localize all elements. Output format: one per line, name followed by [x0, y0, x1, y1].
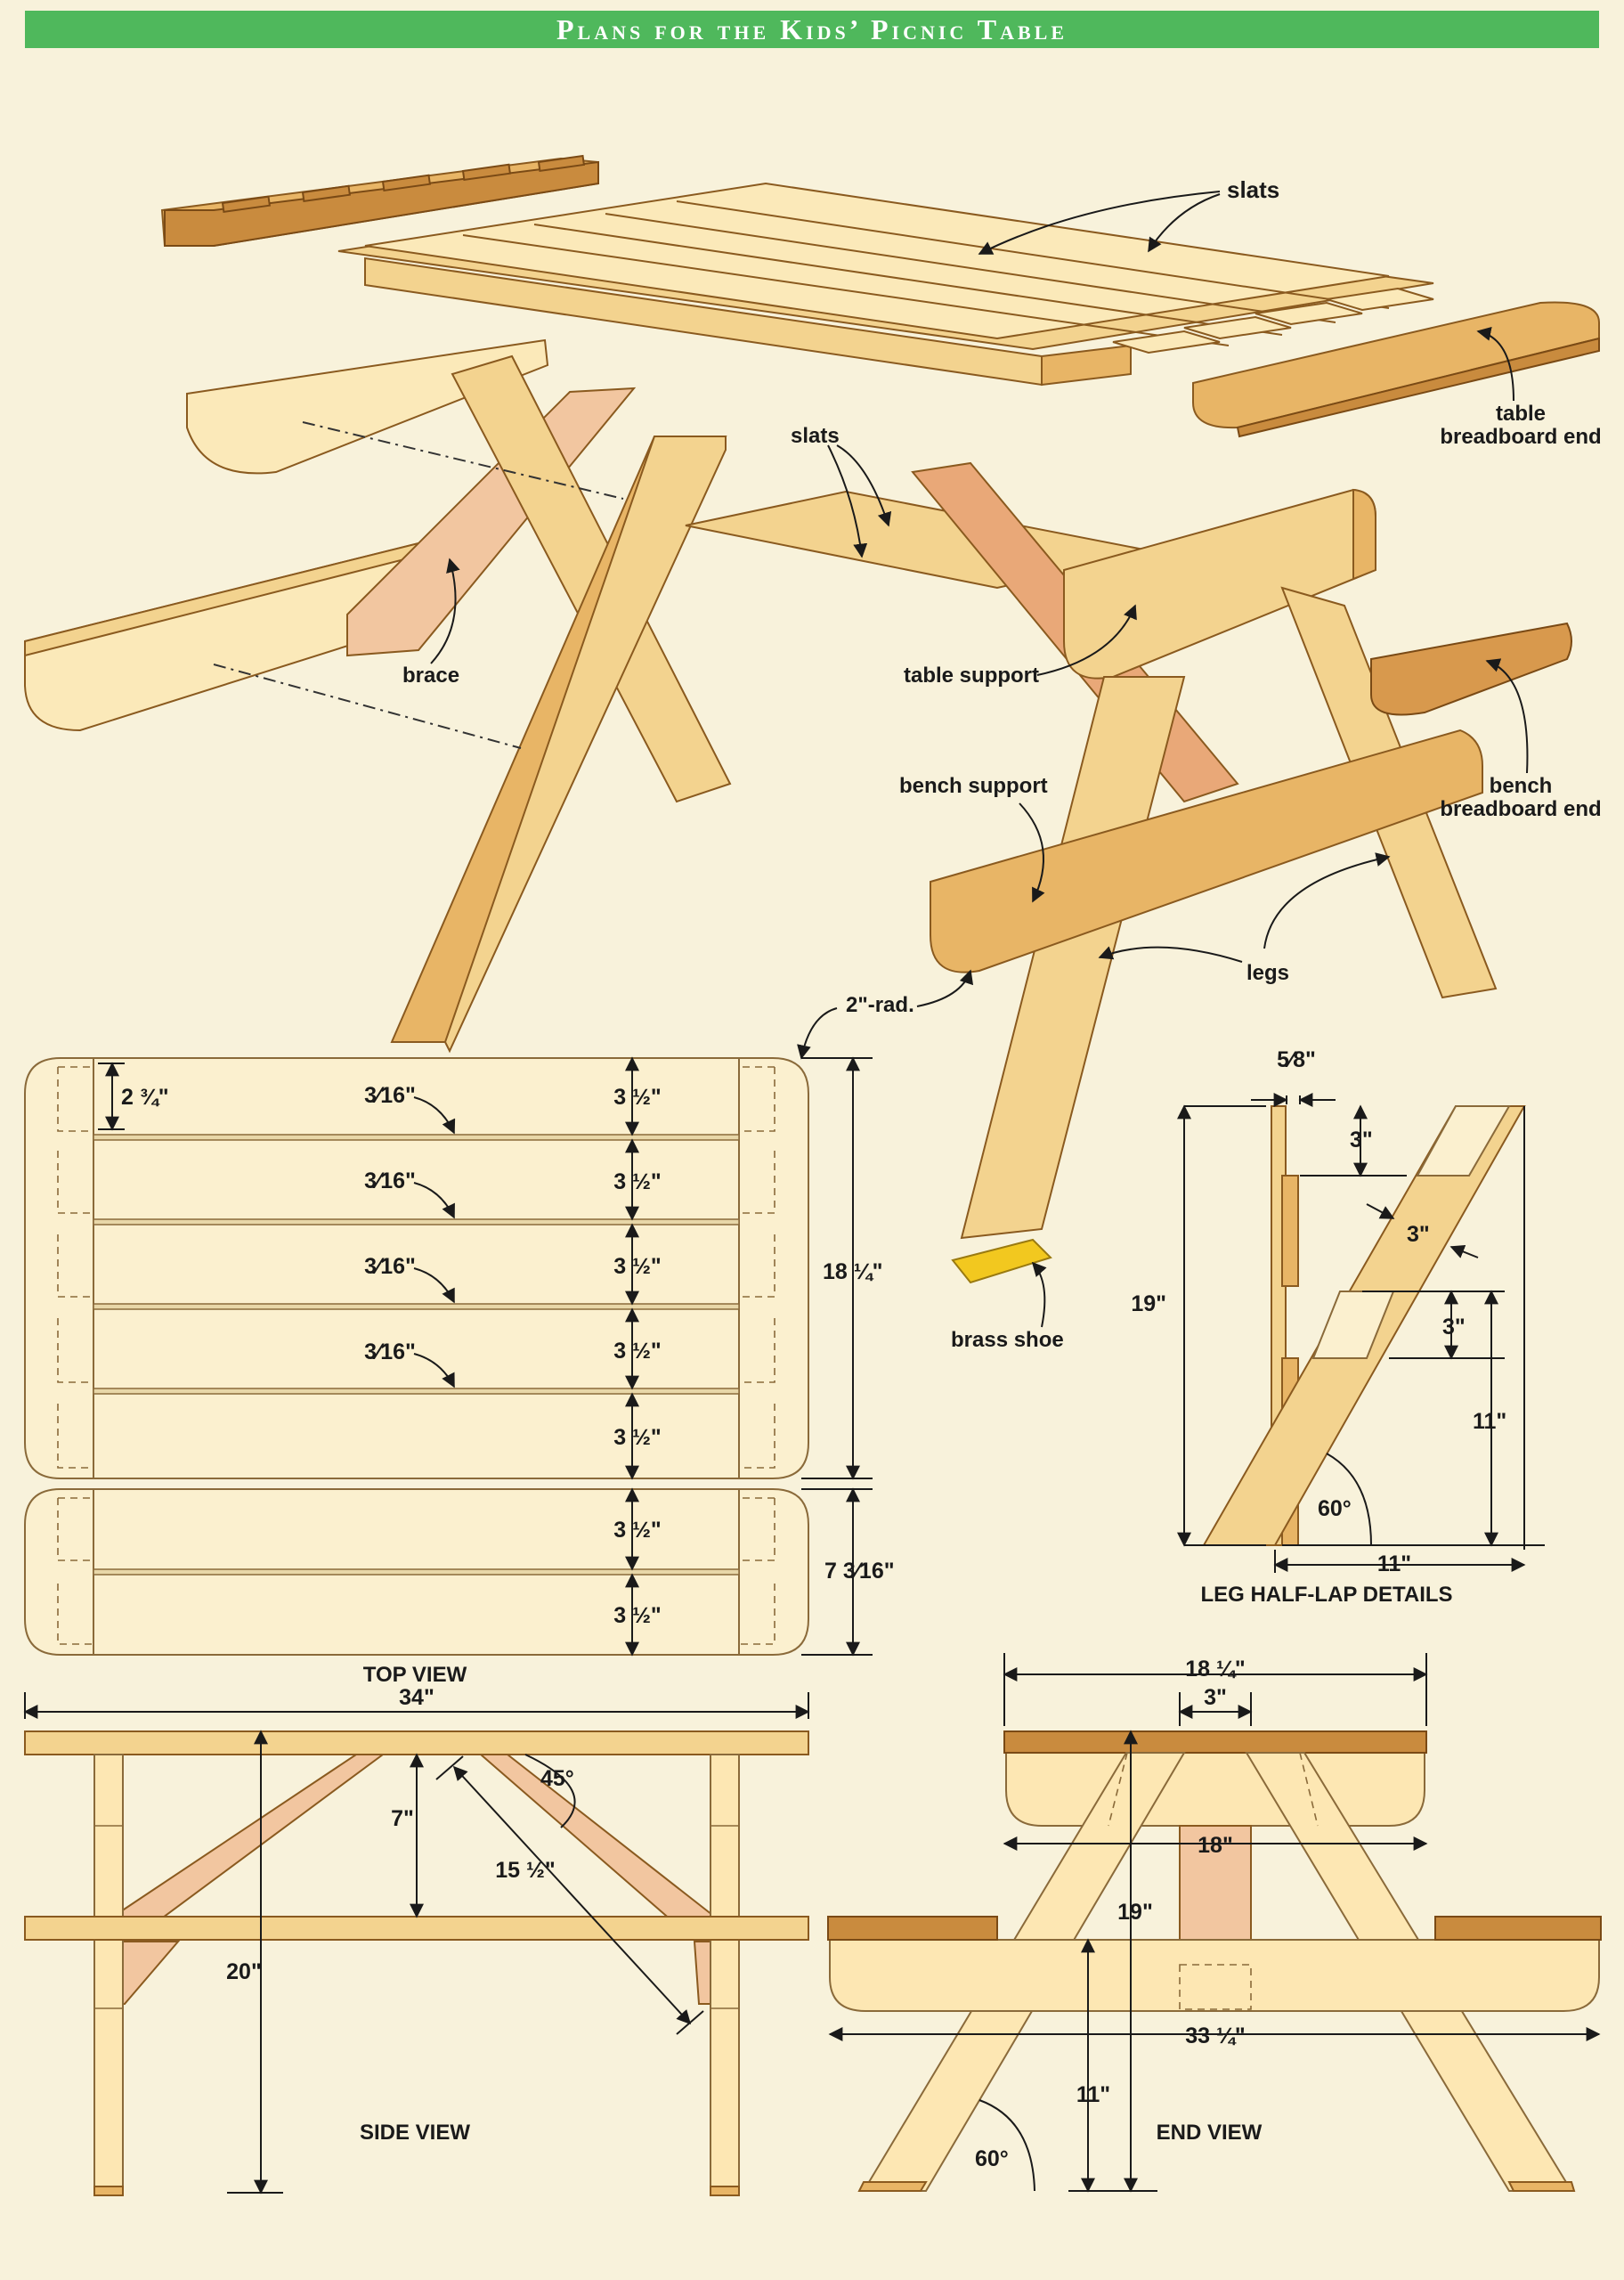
table-slats: [337, 182, 1434, 387]
slat-width-7: 3 ½": [613, 1603, 662, 1628]
leg-angle: 60°: [1318, 1496, 1352, 1521]
end-angle: 60°: [975, 2146, 1009, 2171]
label-bench-support: bench support: [899, 774, 1048, 798]
right-assembly: [911, 461, 1572, 1240]
label-radius: 2"-rad.: [846, 993, 914, 1017]
end-offset: 2 ¾": [121, 1085, 169, 1110]
side-table-top: [24, 1730, 809, 1755]
end-table-top: [1003, 1730, 1427, 1754]
label-table-breadboard-end-2: breadboard end: [1440, 425, 1601, 449]
assembly-line: [302, 421, 624, 500]
label-brass-shoe: brass shoe: [951, 1328, 1064, 1352]
gap-1: 3⁄16": [364, 1083, 416, 1108]
side-bench-top: [24, 1916, 809, 1941]
gap-2: 3⁄16": [364, 1168, 416, 1193]
title-banner: [25, 11, 1599, 48]
side-view: 20" 7" 45° 15 ½" SIDE VIEW: [24, 1730, 809, 2196]
page-title: Plans for the Kids’ Picnic Table: [556, 13, 1068, 45]
leg-height: 19": [1131, 1291, 1166, 1316]
side-height: 20": [226, 1959, 262, 1984]
end-height: 19": [1117, 1900, 1153, 1925]
label-slats-mid: slats: [791, 424, 840, 448]
leg-base: 11": [1377, 1551, 1411, 1576]
label-table-breadboard-end-1: table: [1496, 402, 1546, 426]
brace-length: 15 ½": [495, 1858, 555, 1883]
slat-width-1: 3 ½": [613, 1085, 662, 1110]
side-angle: 45°: [540, 1766, 574, 1791]
leg-width: 3": [1407, 1222, 1430, 1247]
leg-detail-caption: LEG HALF-LAP DETAILS: [1200, 1583, 1452, 1607]
slat-width-2: 3 ½": [613, 1169, 662, 1194]
exploded-view: slats table breadboard end slats brace t…: [24, 154, 1602, 1352]
gap-4: 3⁄16": [364, 1340, 416, 1364]
gap-3: 3⁄16": [364, 1254, 416, 1279]
end-top-width: 18 ¼": [1185, 1657, 1245, 1682]
end-view: 18 ¼" 3" 18" 19" 33 ¼" 11" 60° END VIEW: [827, 1653, 1602, 2193]
label-slats-top: slats: [1227, 176, 1279, 203]
leg-thickness: 5⁄8": [1277, 1047, 1316, 1072]
slat-width-3: 3 ½": [613, 1254, 662, 1279]
left-legs: [390, 354, 732, 1054]
end-support-width: 3": [1204, 1685, 1227, 1710]
label-brace: brace: [402, 664, 459, 688]
hidden-support-lines: [57, 1066, 775, 1469]
side-leg-right: [710, 1754, 740, 2196]
end-inner-width: 18": [1198, 1833, 1233, 1858]
label-legs: legs: [1246, 961, 1289, 985]
overall-length: 34": [399, 1685, 434, 1710]
top-view: 3 ½" 3 ½" 3 ½" 3 ½" 3 ½" 3 ½" 3 ½" 3⁄16"…: [23, 1056, 895, 1719]
slat-width-5: 3 ½": [613, 1425, 662, 1450]
brass-shoe: [951, 1238, 1052, 1284]
end-bench-support: [829, 1939, 1600, 2012]
far-table-breadboard-end: [160, 154, 599, 247]
notch-mid: 3": [1442, 1315, 1466, 1340]
leg-detail: 19" 5⁄8" 3" 3" 3" 11" 60° 11" LEG HALF-L…: [1131, 1047, 1545, 1607]
label-bench-breadboard-end-1: bench: [1490, 774, 1553, 798]
end-bench-length: 33 ¼": [1185, 2024, 1245, 2048]
label-bench-breadboard-end-2: breadboard end: [1440, 797, 1601, 821]
end-view-caption: END VIEW: [1157, 2121, 1263, 2145]
end-bench-height: 11": [1076, 2082, 1110, 2107]
slat-width-6: 3 ½": [613, 1518, 662, 1543]
slat-width-4: 3 ½": [613, 1339, 662, 1364]
side-leg-left: [93, 1754, 124, 2196]
assembly-line: [213, 664, 522, 749]
label-table-support: table support: [904, 664, 1039, 688]
bench-width: 7 3⁄16": [824, 1559, 895, 1584]
notch-top: 3": [1350, 1128, 1373, 1152]
table-width: 18 ¼": [823, 1259, 882, 1284]
top-view-caption: TOP VIEW: [363, 1663, 467, 1687]
side-view-caption: SIDE VIEW: [360, 2121, 470, 2145]
side-drop: 7": [391, 1806, 414, 1831]
leg-lower-height: 11": [1473, 1409, 1506, 1434]
